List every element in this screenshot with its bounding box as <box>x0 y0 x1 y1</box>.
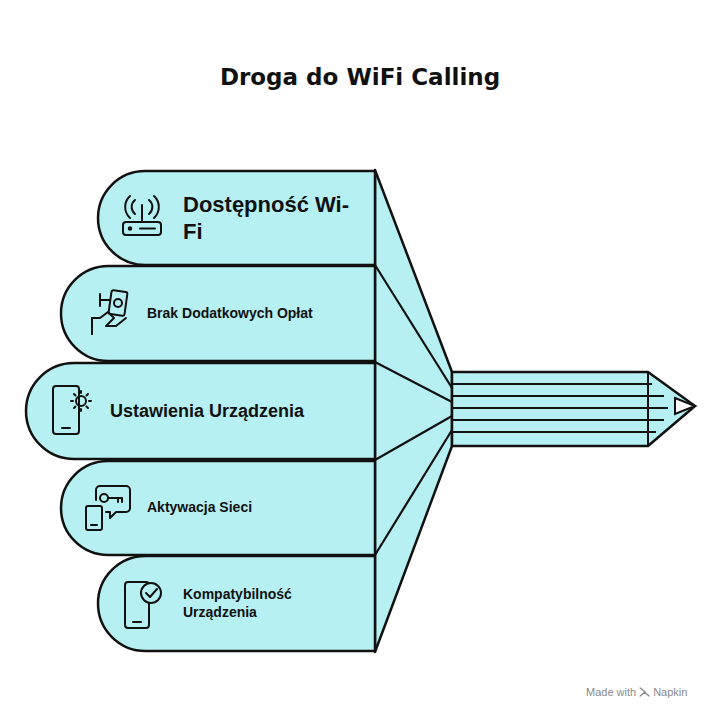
step-label: Ustawienia Urządzenia <box>110 400 304 423</box>
pencil-stripes <box>452 372 668 446</box>
napkin-logo <box>640 688 649 696</box>
band-shape <box>97 170 375 266</box>
step-band: Brak Dodatkowych Opłat <box>60 265 375 362</box>
step-band: Aktywacja Sieci <box>60 460 375 556</box>
watermark: Made with <box>586 686 636 698</box>
step-label: Dostępność Wi-Fi <box>183 191 353 246</box>
diagram-title: Droga do WiFi Calling <box>0 64 720 90</box>
step-band: Kompatybilność Urządzenia <box>97 555 375 652</box>
fan-shape <box>375 170 452 652</box>
step-label: Aktywacja Sieci <box>147 499 252 517</box>
pencil-tip <box>675 398 695 414</box>
fan-lines <box>375 265 452 555</box>
watermark: Napkin <box>653 686 687 698</box>
step-label: Brak Dodatkowych Opłat <box>147 305 313 323</box>
step-band: Dostępność Wi-Fi <box>97 170 375 266</box>
step-label: Kompatybilność Urządzenia <box>183 586 313 621</box>
step-band: Ustawienia Urządzenia <box>25 362 375 460</box>
pencil-body <box>452 372 695 446</box>
